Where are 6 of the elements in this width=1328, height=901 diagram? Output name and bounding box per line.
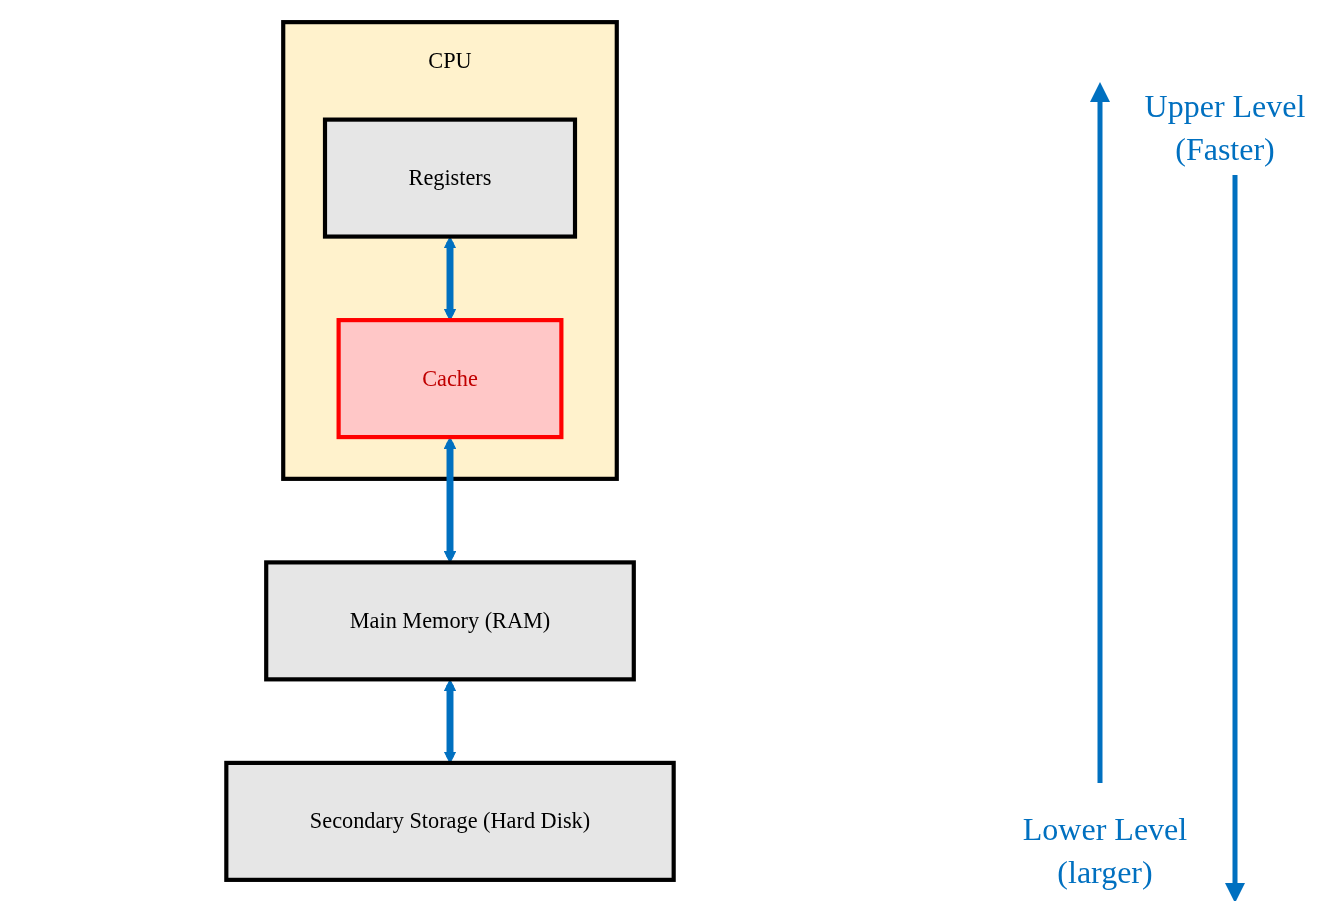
node-box: Main Memory (RAM) — [264, 559, 636, 681]
level-label: Upper Level (Faster) — [1143, 87, 1307, 170]
level-label: Lower Level (larger) — [1021, 810, 1189, 893]
node-box: Secondary Storage (Hard Disk) — [224, 760, 676, 882]
node-box: Registers — [322, 117, 578, 239]
node-box: Cache — [336, 317, 564, 439]
